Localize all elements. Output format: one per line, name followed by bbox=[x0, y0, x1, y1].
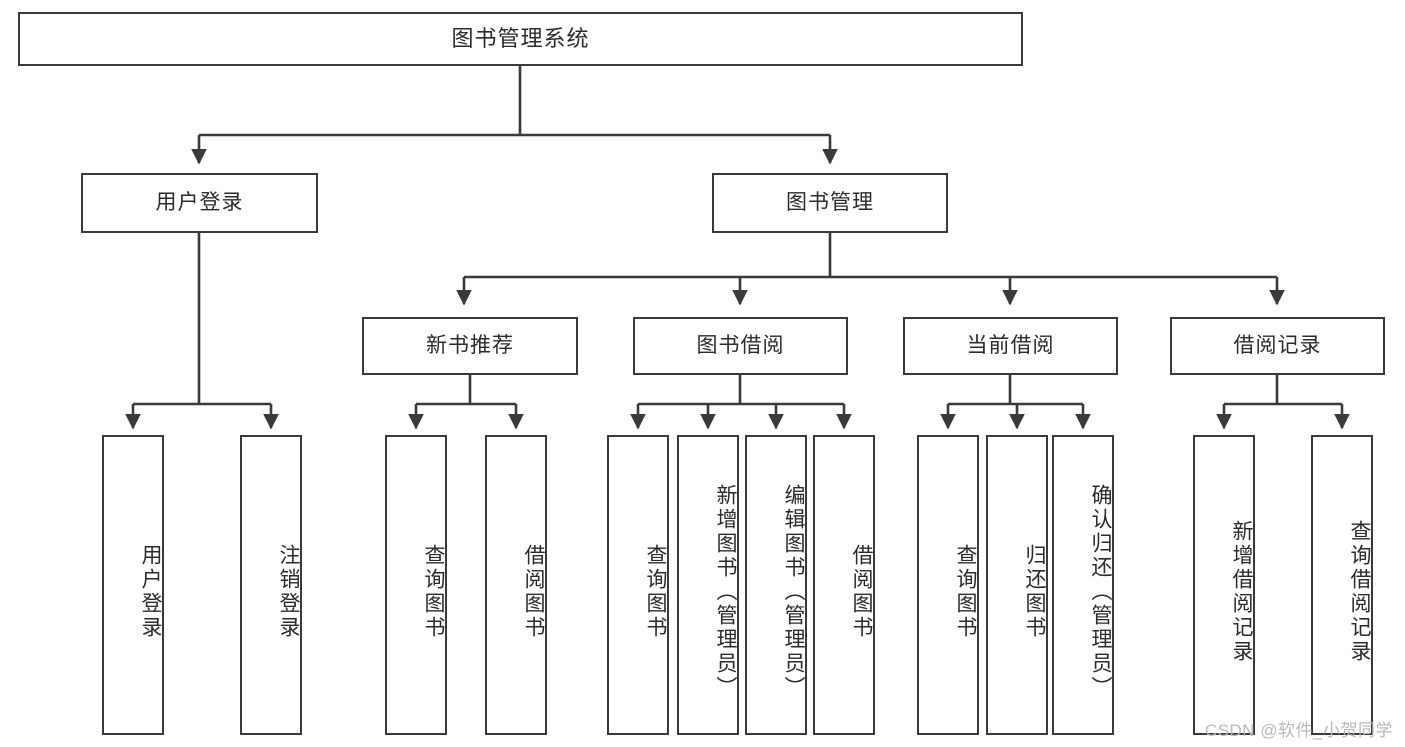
node-leaf-query-book-current[interactable]: 查询图书 bbox=[917, 435, 979, 735]
csdn-watermark: CSDN @软件_小贺同学 bbox=[1204, 721, 1393, 740]
node-leaf-return-book[interactable]: 归还图书 bbox=[986, 435, 1048, 735]
node-leaf-edit-book[interactable]: 编辑图书（管理员） bbox=[745, 435, 807, 735]
node-leaf-user-login[interactable]: 用户登录 bbox=[102, 435, 164, 735]
node-leaf-query-book-borrow[interactable]: 查询图书 bbox=[607, 435, 669, 735]
node-user-login[interactable]: 用户登录 bbox=[81, 173, 318, 233]
node-current-borrow[interactable]: 当前借阅 bbox=[903, 317, 1118, 375]
node-book-manage[interactable]: 图书管理 bbox=[712, 173, 948, 233]
node-leaf-confirm-return[interactable]: 确认归还（管理员） bbox=[1052, 435, 1114, 735]
node-root-system[interactable]: 图书管理系统 bbox=[18, 12, 1023, 66]
node-leaf-add-book[interactable]: 新增图书（管理员） bbox=[677, 435, 739, 735]
node-leaf-borrow-book-rec[interactable]: 借阅图书 bbox=[485, 435, 547, 735]
node-book-borrow[interactable]: 图书借阅 bbox=[633, 317, 848, 375]
node-leaf-query-borrow-record[interactable]: 查询借阅记录 bbox=[1311, 435, 1373, 735]
node-borrow-record[interactable]: 借阅记录 bbox=[1170, 317, 1385, 375]
node-leaf-query-book-rec[interactable]: 查询图书 bbox=[385, 435, 447, 735]
node-leaf-logout[interactable]: 注销登录 bbox=[240, 435, 302, 735]
node-new-book-recommend[interactable]: 新书推荐 bbox=[362, 317, 578, 375]
node-leaf-borrow-book[interactable]: 借阅图书 bbox=[813, 435, 875, 735]
node-leaf-add-borrow-record[interactable]: 新增借阅记录 bbox=[1193, 435, 1255, 735]
